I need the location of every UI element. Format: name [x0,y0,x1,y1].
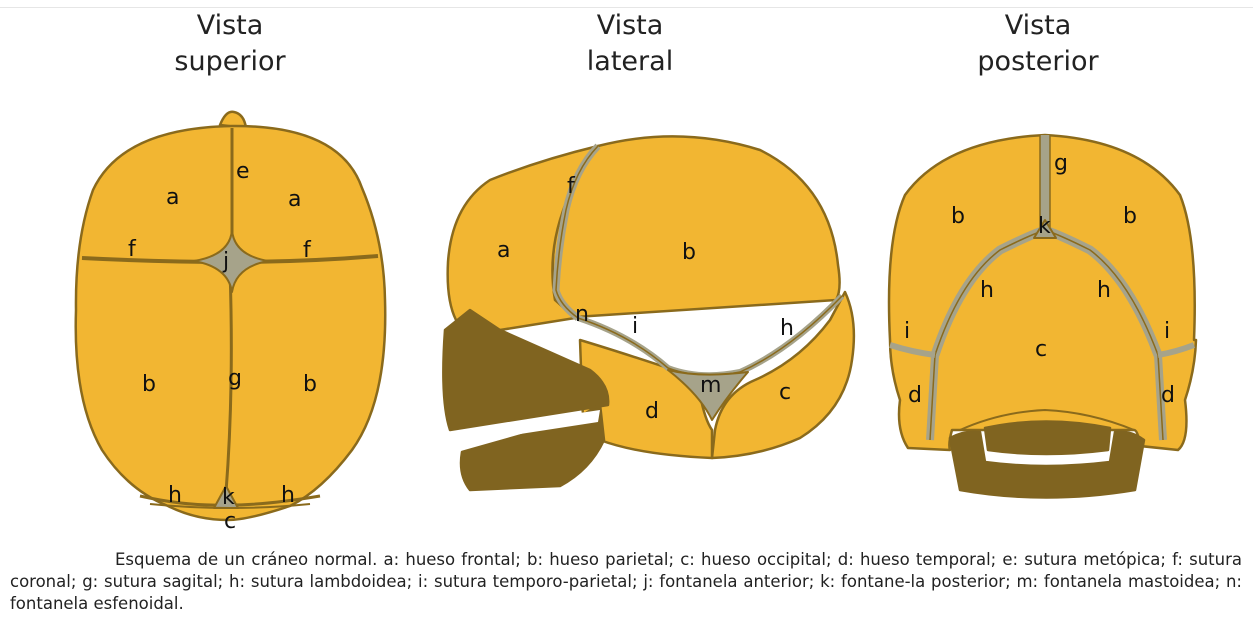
label-d: d [1161,383,1175,408]
label-f: f [128,237,137,262]
figure-caption: Esquema de un cráneo normal. a: hueso fr… [10,549,1242,615]
maxilla-posterior [985,422,1110,455]
label-f: f [303,238,312,263]
label-b: b [1123,204,1137,229]
label-f: f [567,174,576,199]
label-k: k [222,485,235,510]
label-i: i [1164,319,1170,344]
parietal-bone-lateral [553,136,840,318]
label-c: c [1035,337,1047,362]
label-k: k [1038,214,1051,239]
skull-superior-view [76,112,386,520]
label-i: i [904,319,910,344]
label-d: d [645,399,659,424]
label-i: i [632,314,638,339]
skull-posterior-view [889,135,1196,498]
label-b: b [951,204,965,229]
label-e: e [236,159,250,184]
label-b: b [303,372,317,397]
label-h: h [281,483,295,508]
label-c: c [224,509,236,534]
label-b: b [682,240,696,265]
label-n: n [575,302,589,327]
label-c: c [779,380,791,405]
label-d: d [908,383,922,408]
label-m: m [700,373,721,398]
label-h: h [168,483,182,508]
label-g: g [228,366,242,391]
label-b: b [142,372,156,397]
label-a: a [288,187,301,212]
label-h: h [980,278,994,303]
skull-lateral-view [443,136,854,490]
label-h: h [1097,278,1111,303]
label-j: j [222,249,229,274]
label-h: h [780,316,794,341]
label-a: a [497,238,510,263]
label-g: g [1054,151,1068,176]
label-a: a [166,185,179,210]
